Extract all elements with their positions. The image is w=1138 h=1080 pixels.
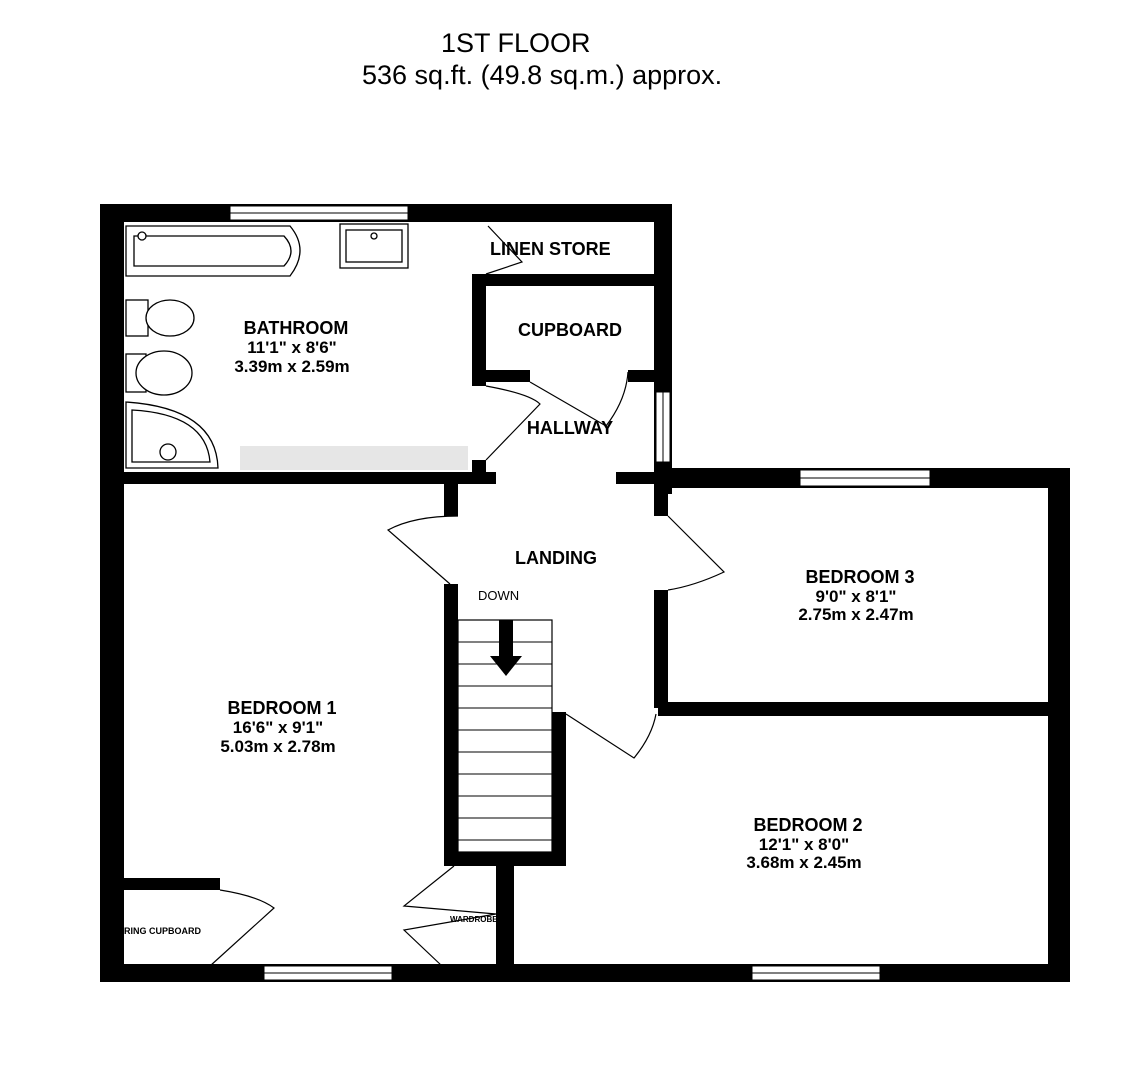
landing-west-stub	[444, 484, 458, 516]
hallway-west-stub	[472, 460, 486, 484]
wardrobe-name: WARDROBE	[450, 915, 498, 924]
airing-cupboard-name: RING CUPBOARD	[124, 926, 202, 936]
bedroom1-door	[386, 515, 459, 585]
bathroom-door	[485, 385, 541, 461]
cupboard-south-wall-right	[628, 370, 672, 382]
toilet-cistern	[125, 299, 149, 337]
cupboard-door	[529, 371, 629, 427]
bidet	[135, 350, 193, 396]
bedroom2-imperial: 12'1" x 8'0"	[759, 835, 849, 854]
landing-name: LANDING	[515, 548, 597, 568]
airing-cupboard-door	[209, 889, 275, 967]
bedroom3-door	[667, 515, 726, 591]
staircase: DOWN	[457, 588, 553, 853]
floor-title: 1ST FLOOR	[441, 28, 591, 58]
floor-area: 536 sq.ft. (49.8 sq.m.) approx.	[362, 60, 723, 90]
linen-store-name: LINEN STORE	[490, 239, 611, 259]
bedroom2-door	[565, 713, 657, 759]
stair-arrow-shaft	[499, 620, 513, 658]
room-labels: BATHROOM 11'1" x 8'6" 3.39m x 2.59m LINE…	[124, 239, 915, 936]
bedroom3-imperial: 9'0" x 8'1"	[816, 587, 897, 606]
stair-south-wall	[444, 852, 566, 866]
toilet-bowl	[145, 299, 195, 337]
interior-walls	[100, 274, 1058, 966]
wardrobe-east-wall	[496, 866, 514, 966]
cupboard-south-wall-left	[472, 370, 530, 382]
bedroom3-name: BEDROOM 3	[805, 567, 914, 587]
linen-store-door	[485, 225, 524, 275]
cupboard-name: CUPBOARD	[518, 320, 622, 340]
south-wall	[100, 964, 1070, 982]
bedroom1-imperial: 16'6" x 9'1"	[233, 718, 323, 737]
stairs-down-label: DOWN	[478, 588, 519, 603]
bedroom2-name: BEDROOM 2	[753, 815, 862, 835]
bedroom1-name: BEDROOM 1	[227, 698, 336, 718]
hallway-south-stub	[616, 472, 656, 484]
stair-east-wall	[552, 712, 566, 864]
radiator-strip	[240, 446, 468, 470]
windows	[229, 205, 931, 981]
linen-store-south-wall	[472, 274, 672, 286]
landing-east-stub	[654, 488, 668, 516]
airing-cupboard-north-wall	[124, 878, 220, 890]
hallway-name: HALLWAY	[527, 418, 613, 438]
bedroom3-metric: 2.75m x 2.47m	[798, 605, 913, 624]
bathroom-name: BATHROOM	[244, 318, 349, 338]
wardrobe-doors	[402, 865, 497, 967]
plan-header: 1ST FLOOR 536 sq.ft. (49.8 sq.m.) approx…	[0, 0, 1138, 100]
stair-west-wall	[444, 584, 458, 864]
east-wall	[1048, 468, 1070, 982]
bedroom1-metric: 5.03m x 2.78m	[220, 737, 335, 756]
west-wall	[100, 204, 124, 982]
cupboard-west-wall	[472, 274, 486, 386]
bathroom-fixtures	[125, 223, 468, 470]
bathroom-metric: 3.39m x 2.59m	[234, 357, 349, 376]
bathroom-imperial: 11'1" x 8'6"	[247, 338, 336, 357]
stair-arrow-head	[490, 656, 522, 676]
doors	[209, 225, 726, 967]
bedroom3-south-wall	[658, 702, 1058, 716]
bathroom-south-wall	[100, 472, 496, 484]
bedroom3-west-wall	[654, 590, 668, 708]
bedroom2-metric: 3.68m x 2.45m	[746, 853, 861, 872]
